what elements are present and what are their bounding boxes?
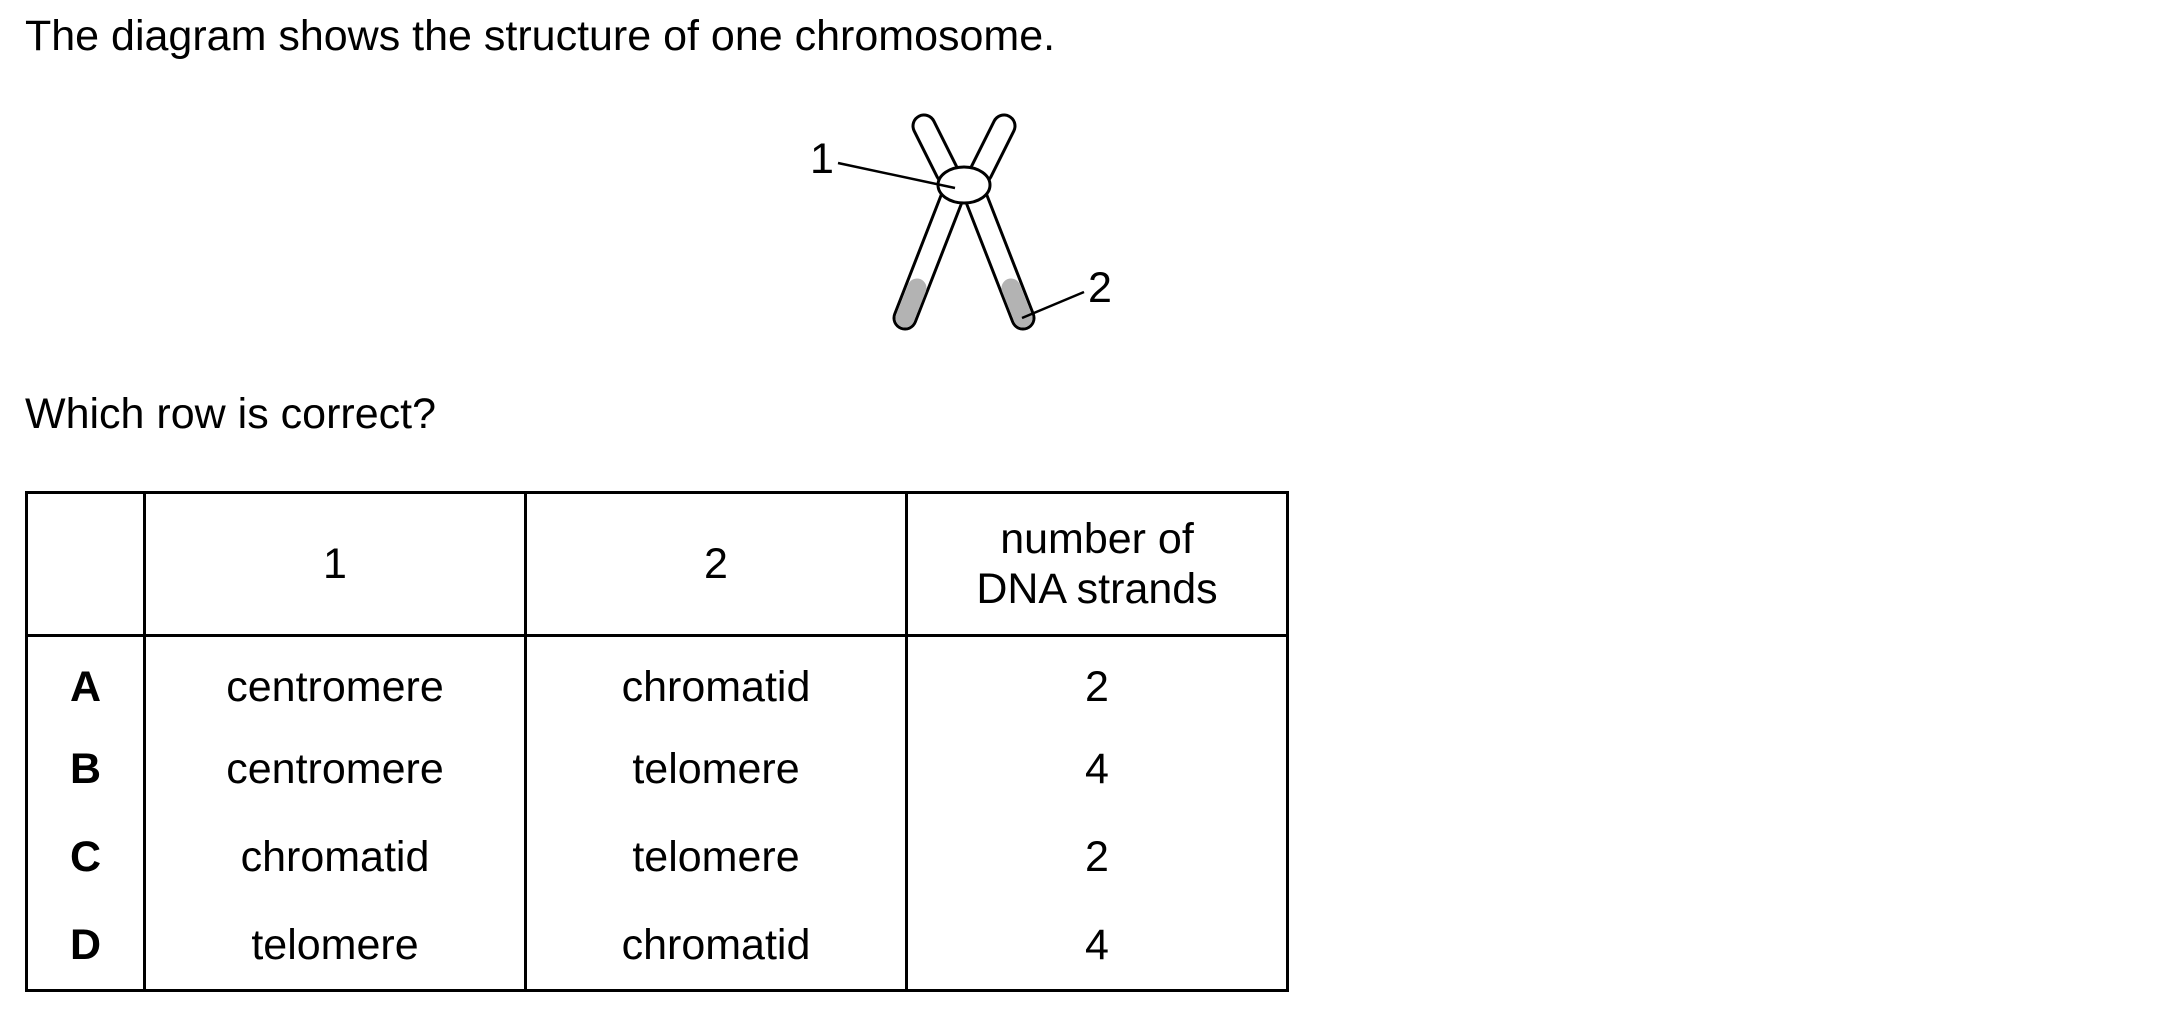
row-cell-1: centromere xyxy=(143,635,527,725)
label-1: 1 xyxy=(810,135,834,183)
chromatid-arm-upper-right xyxy=(968,113,1017,185)
header-blank xyxy=(25,491,146,637)
header-col-3-line2: DNA strands xyxy=(976,565,1218,613)
label-1-leader-line xyxy=(837,161,956,190)
table-row[interactable]: D telomere chromatid 4 xyxy=(25,901,1289,992)
row-cell-1: telomere xyxy=(143,901,527,992)
row-cell-2: chromatid xyxy=(524,901,908,992)
row-letter: A xyxy=(25,635,146,725)
table-row[interactable]: C chromatid telomere 2 xyxy=(25,813,1289,901)
chromatid-arm-lower-left xyxy=(892,182,966,331)
intro-text: The diagram shows the structure of one c… xyxy=(25,12,1056,60)
row-letter: D xyxy=(25,901,146,992)
header-col-2: 2 xyxy=(524,491,908,637)
chromatid-arm-lower-right xyxy=(962,182,1036,331)
header-col-1: 1 xyxy=(143,491,527,637)
question-text: Which row is correct? xyxy=(25,390,436,438)
label-2-leader-line xyxy=(1021,290,1085,320)
row-cell-2: telomere xyxy=(524,813,908,901)
chromatid-arm-upper-left xyxy=(911,113,960,185)
row-cell-1: centromere xyxy=(143,725,527,813)
header-col-3-line1: number of xyxy=(1000,515,1194,563)
row-cell-2: telomere xyxy=(524,725,908,813)
row-cell-3: 2 xyxy=(905,813,1289,901)
row-letter: C xyxy=(25,813,146,901)
answer-table: 1 2 number of DNA strands A centromere c… xyxy=(25,491,1289,992)
row-cell-3: 4 xyxy=(905,725,1289,813)
row-cell-1: chromatid xyxy=(143,813,527,901)
table-row[interactable]: B centromere telomere 4 xyxy=(25,725,1289,813)
row-cell-3: 4 xyxy=(905,901,1289,992)
row-letter: B xyxy=(25,725,146,813)
row-cell-2: chromatid xyxy=(524,635,908,725)
table-header-row: 1 2 number of DNA strands xyxy=(25,491,1289,637)
header-col-3: number of DNA strands xyxy=(905,491,1289,637)
chromosome-diagram: 1 2 xyxy=(810,113,1112,331)
label-2: 2 xyxy=(1088,264,1112,312)
row-cell-3: 2 xyxy=(905,635,1289,725)
table-row[interactable]: A centromere chromatid 2 xyxy=(25,635,1289,725)
